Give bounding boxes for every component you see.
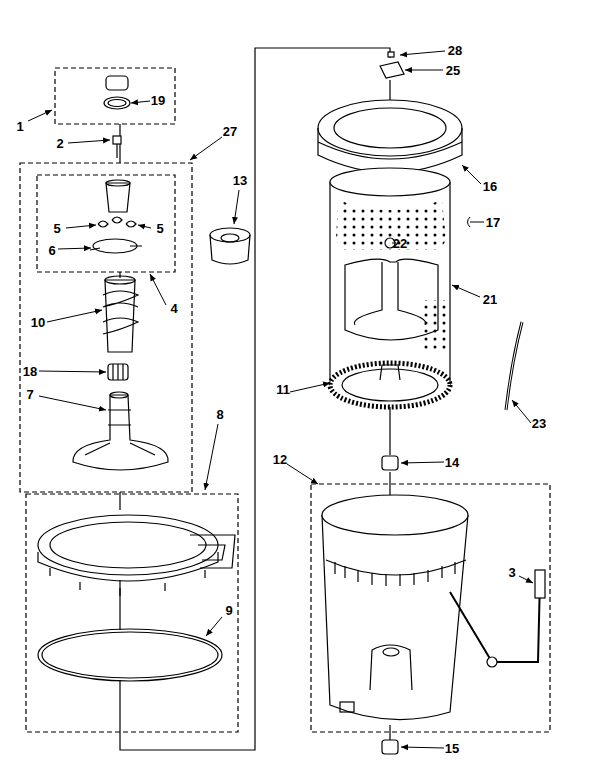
callout-number: 15 <box>444 741 460 756</box>
callout-number: 5 <box>52 221 61 236</box>
callout-number: 13 <box>232 173 248 188</box>
callout-number: 23 <box>531 416 547 431</box>
callout-number: 6 <box>47 243 56 258</box>
callout-number: 21 <box>482 292 498 307</box>
callout-number: 19 <box>150 93 166 108</box>
callout-number: 11 <box>275 382 291 397</box>
callout-number: 16 <box>482 179 498 194</box>
callout-number: 9 <box>224 603 233 618</box>
callout-number: 14 <box>444 455 460 470</box>
callout-number: 10 <box>30 315 46 330</box>
callout-number: 5 <box>155 221 164 236</box>
callout-number: 27 <box>222 124 238 139</box>
callout-number: 17 <box>485 215 501 230</box>
callout-number: 7 <box>25 387 34 402</box>
callout-number: 3 <box>507 565 516 580</box>
callout-number: 12 <box>272 452 288 467</box>
callout-number: 8 <box>215 407 224 422</box>
callout-number: 28 <box>447 43 463 58</box>
callout-number: 18 <box>22 364 38 379</box>
callout-number: 22 <box>392 236 408 251</box>
callout-number: 2 <box>55 136 64 151</box>
callout-number: 1 <box>15 119 24 134</box>
callout-number: 25 <box>445 63 461 78</box>
callout-number: 4 <box>169 301 178 316</box>
